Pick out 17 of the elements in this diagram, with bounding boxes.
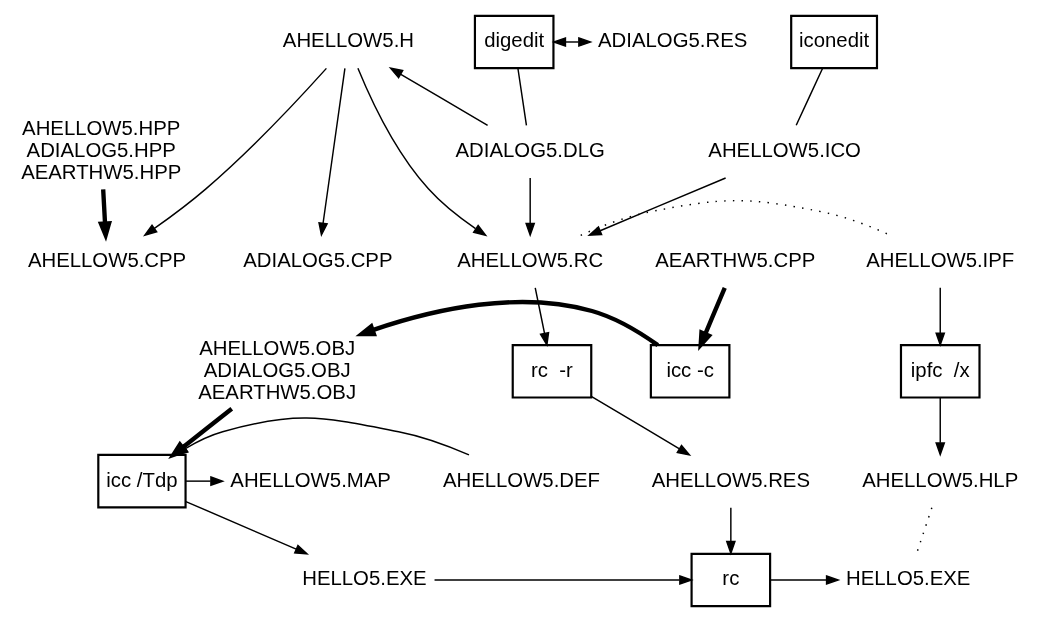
node-text: AHELLOW5.CPP [27, 248, 187, 271]
node-text: HELLO5.EXE [302, 567, 427, 590]
node-text: AHELLOW5.HLP [862, 468, 1019, 491]
node-text: HELLO5.EXE [846, 567, 971, 590]
node-text: ADIALOG5.RES [598, 29, 748, 52]
node-text: ADIALOG5.DLG [455, 139, 605, 162]
node-text: AHELLOW5.DEF [442, 468, 601, 491]
node-text: AEARTHW5.CPP [655, 248, 816, 271]
node-text: AHELLOW5.H [282, 29, 414, 52]
node-text: AHELLOW5.OBJ ADIALOG5.OBJ AEARTHW5.OBJ [198, 336, 357, 403]
node-text: AHELLOW5.HPP ADIALOG5.HPP AEARTHW5.HPP [21, 117, 182, 183]
node-text: AHELLOW5.RES [651, 468, 810, 491]
node-text: AHELLOW5.IPF [866, 248, 1015, 271]
node-text: AHELLOW5.ICO [708, 139, 861, 162]
node-text: ADIALOG5.CPP [243, 248, 393, 271]
node-text: AHELLOW5.MAP [230, 468, 391, 491]
node-text: AHELLOW5.RC [457, 248, 604, 271]
